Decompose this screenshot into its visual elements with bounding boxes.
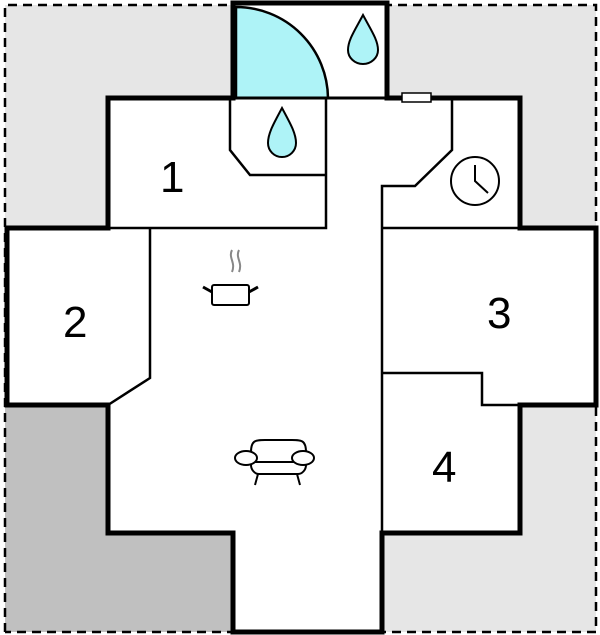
- sofa-icon: [234, 439, 315, 486]
- building-floor: [7, 3, 596, 632]
- window: [401, 92, 432, 103]
- water-drop-icon: [346, 12, 380, 65]
- terrace-area: [5, 405, 233, 632]
- water-drop-icon: [266, 105, 298, 158]
- shower-icon: [234, 5, 330, 100]
- cooking-pot-icon: [202, 249, 259, 306]
- interior-walls: [107, 98, 520, 533]
- outdoor-area: [5, 5, 596, 632]
- clock-icon: [450, 156, 500, 206]
- room-label-4: 4: [432, 443, 456, 492]
- room-label-2: 2: [63, 298, 87, 347]
- room-label-3: 3: [487, 289, 511, 338]
- exterior-walls: [4, 0, 599, 635]
- plot-boundary: [3, 3, 598, 634]
- room-label-1: 1: [160, 153, 184, 202]
